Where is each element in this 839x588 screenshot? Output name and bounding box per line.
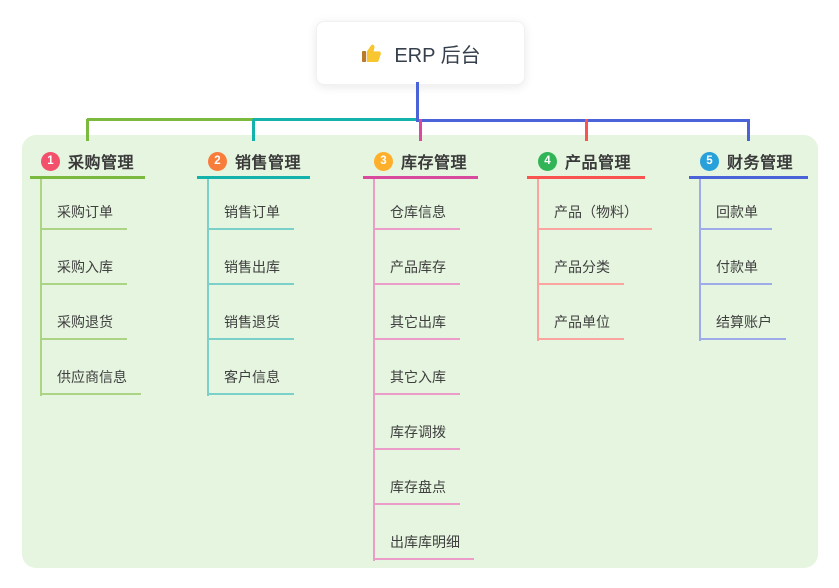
branch-header-node[interactable]: 1 采购管理 (30, 146, 145, 179)
child-node[interactable]: 产品单位 (537, 312, 624, 340)
child-label: 产品（物料） (554, 204, 638, 220)
branch-3: 3 库存管理 仓库信息产品库存其它出库其它入库库存调拨库存盘点出库库明细 (363, 146, 478, 561)
branch-header-node[interactable]: 3 库存管理 (363, 146, 478, 179)
child-node[interactable]: 销售订单 (207, 202, 294, 230)
branch-header-node[interactable]: 2 销售管理 (197, 146, 310, 179)
child-node[interactable]: 库存盘点 (373, 477, 460, 505)
child-label: 采购入库 (57, 259, 113, 275)
branch-number-badge: 4 (538, 151, 557, 171)
root-node-erp[interactable]: ERP 后台 (316, 21, 525, 85)
branch-trunk-line (373, 179, 375, 561)
branch-number-badge: 2 (208, 151, 227, 171)
connector-bus-blue (416, 119, 750, 122)
child-label: 销售出库 (224, 259, 280, 275)
child-node[interactable]: 供应商信息 (40, 367, 141, 395)
branch-2: 2 销售管理 销售订单销售出库销售退货客户信息 (197, 146, 310, 396)
branch-number-badge: 1 (41, 151, 60, 171)
child-node[interactable]: 付款单 (699, 257, 772, 285)
branch-drop-line-4 (584, 119, 588, 141)
child-node[interactable]: 库存调拨 (373, 422, 460, 450)
branches-background-panel (22, 135, 818, 568)
branch-drop-line-2 (252, 119, 255, 141)
child-label: 库存盘点 (390, 479, 446, 495)
child-label: 回款单 (716, 204, 758, 220)
child-node[interactable]: 回款单 (699, 202, 772, 230)
branch-drop-line-1 (86, 119, 89, 141)
child-label: 采购退货 (57, 314, 113, 330)
child-label: 采购订单 (57, 204, 113, 220)
child-label: 产品分类 (554, 259, 610, 275)
child-node[interactable]: 销售退货 (207, 312, 294, 340)
root-title: ERP 后台 (394, 44, 481, 67)
child-node[interactable]: 结算账户 (699, 312, 786, 340)
child-label: 产品库存 (390, 259, 446, 275)
child-label: 产品单位 (554, 314, 610, 330)
child-node[interactable]: 其它入库 (373, 367, 460, 395)
root-connector-line (415, 82, 419, 122)
child-label: 其它入库 (390, 369, 446, 385)
child-label: 仓库信息 (390, 204, 446, 220)
branch-label: 财务管理 (727, 155, 794, 172)
branch-number-badge: 5 (700, 151, 719, 171)
branch-label: 采购管理 (68, 155, 135, 172)
child-node[interactable]: 销售出库 (207, 257, 294, 285)
branch-header-node[interactable]: 5 财务管理 (689, 146, 808, 179)
child-node[interactable]: 采购退货 (40, 312, 127, 340)
connector-bus-green (86, 118, 256, 121)
branch-label: 产品管理 (565, 155, 632, 172)
branch-label: 库存管理 (401, 155, 468, 172)
branch-number-badge: 3 (374, 151, 393, 171)
child-label: 其它出库 (390, 314, 446, 330)
branch-drop-line-3 (419, 119, 422, 141)
branch-trunk-line (537, 179, 539, 341)
child-label: 销售退货 (224, 314, 280, 330)
child-node[interactable]: 其它出库 (373, 312, 460, 340)
child-node[interactable]: 仓库信息 (373, 202, 460, 230)
branch-5: 5 财务管理 回款单付款单结算账户 (689, 146, 808, 341)
thumbs-up-icon (360, 41, 384, 65)
branch-trunk-line (207, 179, 209, 396)
branch-drop-line-5 (747, 119, 750, 141)
branch-1: 1 采购管理 采购订单采购入库采购退货供应商信息 (30, 146, 145, 396)
branch-4: 4 产品管理 产品（物料） 产品分类产品单位 (527, 146, 652, 341)
branch-header-node[interactable]: 4 产品管理 (527, 146, 645, 179)
child-label: 客户信息 (224, 369, 280, 385)
child-label: 供应商信息 (57, 369, 127, 385)
child-node[interactable]: 采购订单 (40, 202, 127, 230)
child-node[interactable]: 采购入库 (40, 257, 127, 285)
child-node[interactable]: 产品库存 (373, 257, 460, 285)
child-label: 出库库明细 (390, 534, 460, 550)
child-label: 结算账户 (716, 314, 772, 330)
child-node[interactable]: 产品分类 (537, 257, 624, 285)
child-node[interactable]: 客户信息 (207, 367, 294, 395)
child-node[interactable]: 产品（物料） (537, 202, 652, 230)
child-node[interactable]: 出库库明细 (373, 532, 474, 560)
branch-trunk-line (40, 179, 42, 396)
child-label: 销售订单 (224, 204, 280, 220)
child-label: 库存调拨 (390, 424, 446, 440)
connector-bus-teal (252, 118, 418, 121)
branch-trunk-line (699, 179, 701, 341)
child-label: 付款单 (716, 259, 758, 275)
branch-label: 销售管理 (235, 155, 302, 172)
